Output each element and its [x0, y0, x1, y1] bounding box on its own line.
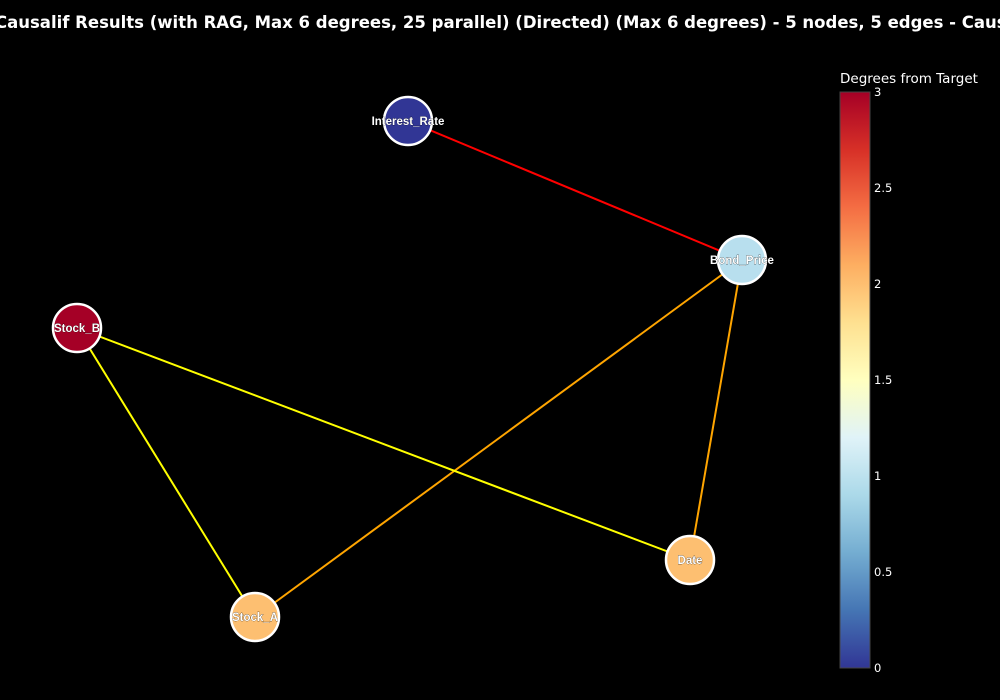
colorbar-tick-label: 3 — [874, 85, 881, 99]
colorbar: Degrees from Target 0 0.5 1 1.5 2 2.5 3 — [839, 71, 978, 675]
node-label: Stock_A — [232, 612, 278, 624]
colorbar-gradient — [839, 91, 871, 669]
node-circle[interactable] — [229, 591, 281, 643]
node-circle[interactable] — [382, 95, 434, 147]
colorbar-tick-label: 1 — [874, 469, 881, 483]
edge-interest_rate-bond_price — [407, 120, 743, 261]
node-stock-b[interactable]: Stock_B — [51, 302, 103, 354]
edge-bond_price-date — [689, 259, 743, 561]
colorbar-tick-label: 0 — [874, 661, 881, 675]
edge-bond_price-stock_a — [254, 259, 743, 618]
colorbar-ticks: 0 0.5 1 1.5 2 2.5 3 — [874, 85, 892, 675]
node-label: Stock_B — [54, 323, 100, 335]
node-bond-price[interactable]: Bond_Price — [710, 234, 774, 286]
colorbar-tick-label: 2.5 — [874, 181, 892, 195]
colorbar-tick-label: 2 — [874, 277, 881, 291]
edge-stock_b-stock_a — [76, 327, 256, 618]
node-circle[interactable] — [716, 234, 768, 286]
node-interest-rate[interactable]: Interest_Rate — [371, 95, 445, 147]
node-label: Bond_Price — [710, 255, 774, 267]
node-circle[interactable] — [51, 302, 103, 354]
colorbar-tick-label: 0.5 — [874, 565, 892, 579]
node-label: Date — [678, 555, 703, 567]
node-circle[interactable] — [664, 534, 716, 586]
colorbar-tick-label: 1.5 — [874, 373, 892, 387]
node-date[interactable]: Date — [664, 534, 716, 586]
node-label: Interest_Rate — [372, 116, 445, 128]
colorbar-title: Degrees from Target — [840, 71, 978, 87]
edges-layer — [76, 120, 743, 618]
edge-stock_b-date — [76, 327, 691, 561]
graph-title: Causalif Results (with RAG, Max 6 degree… — [0, 13, 1000, 32]
node-stock-a[interactable]: Stock_A — [229, 591, 281, 643]
